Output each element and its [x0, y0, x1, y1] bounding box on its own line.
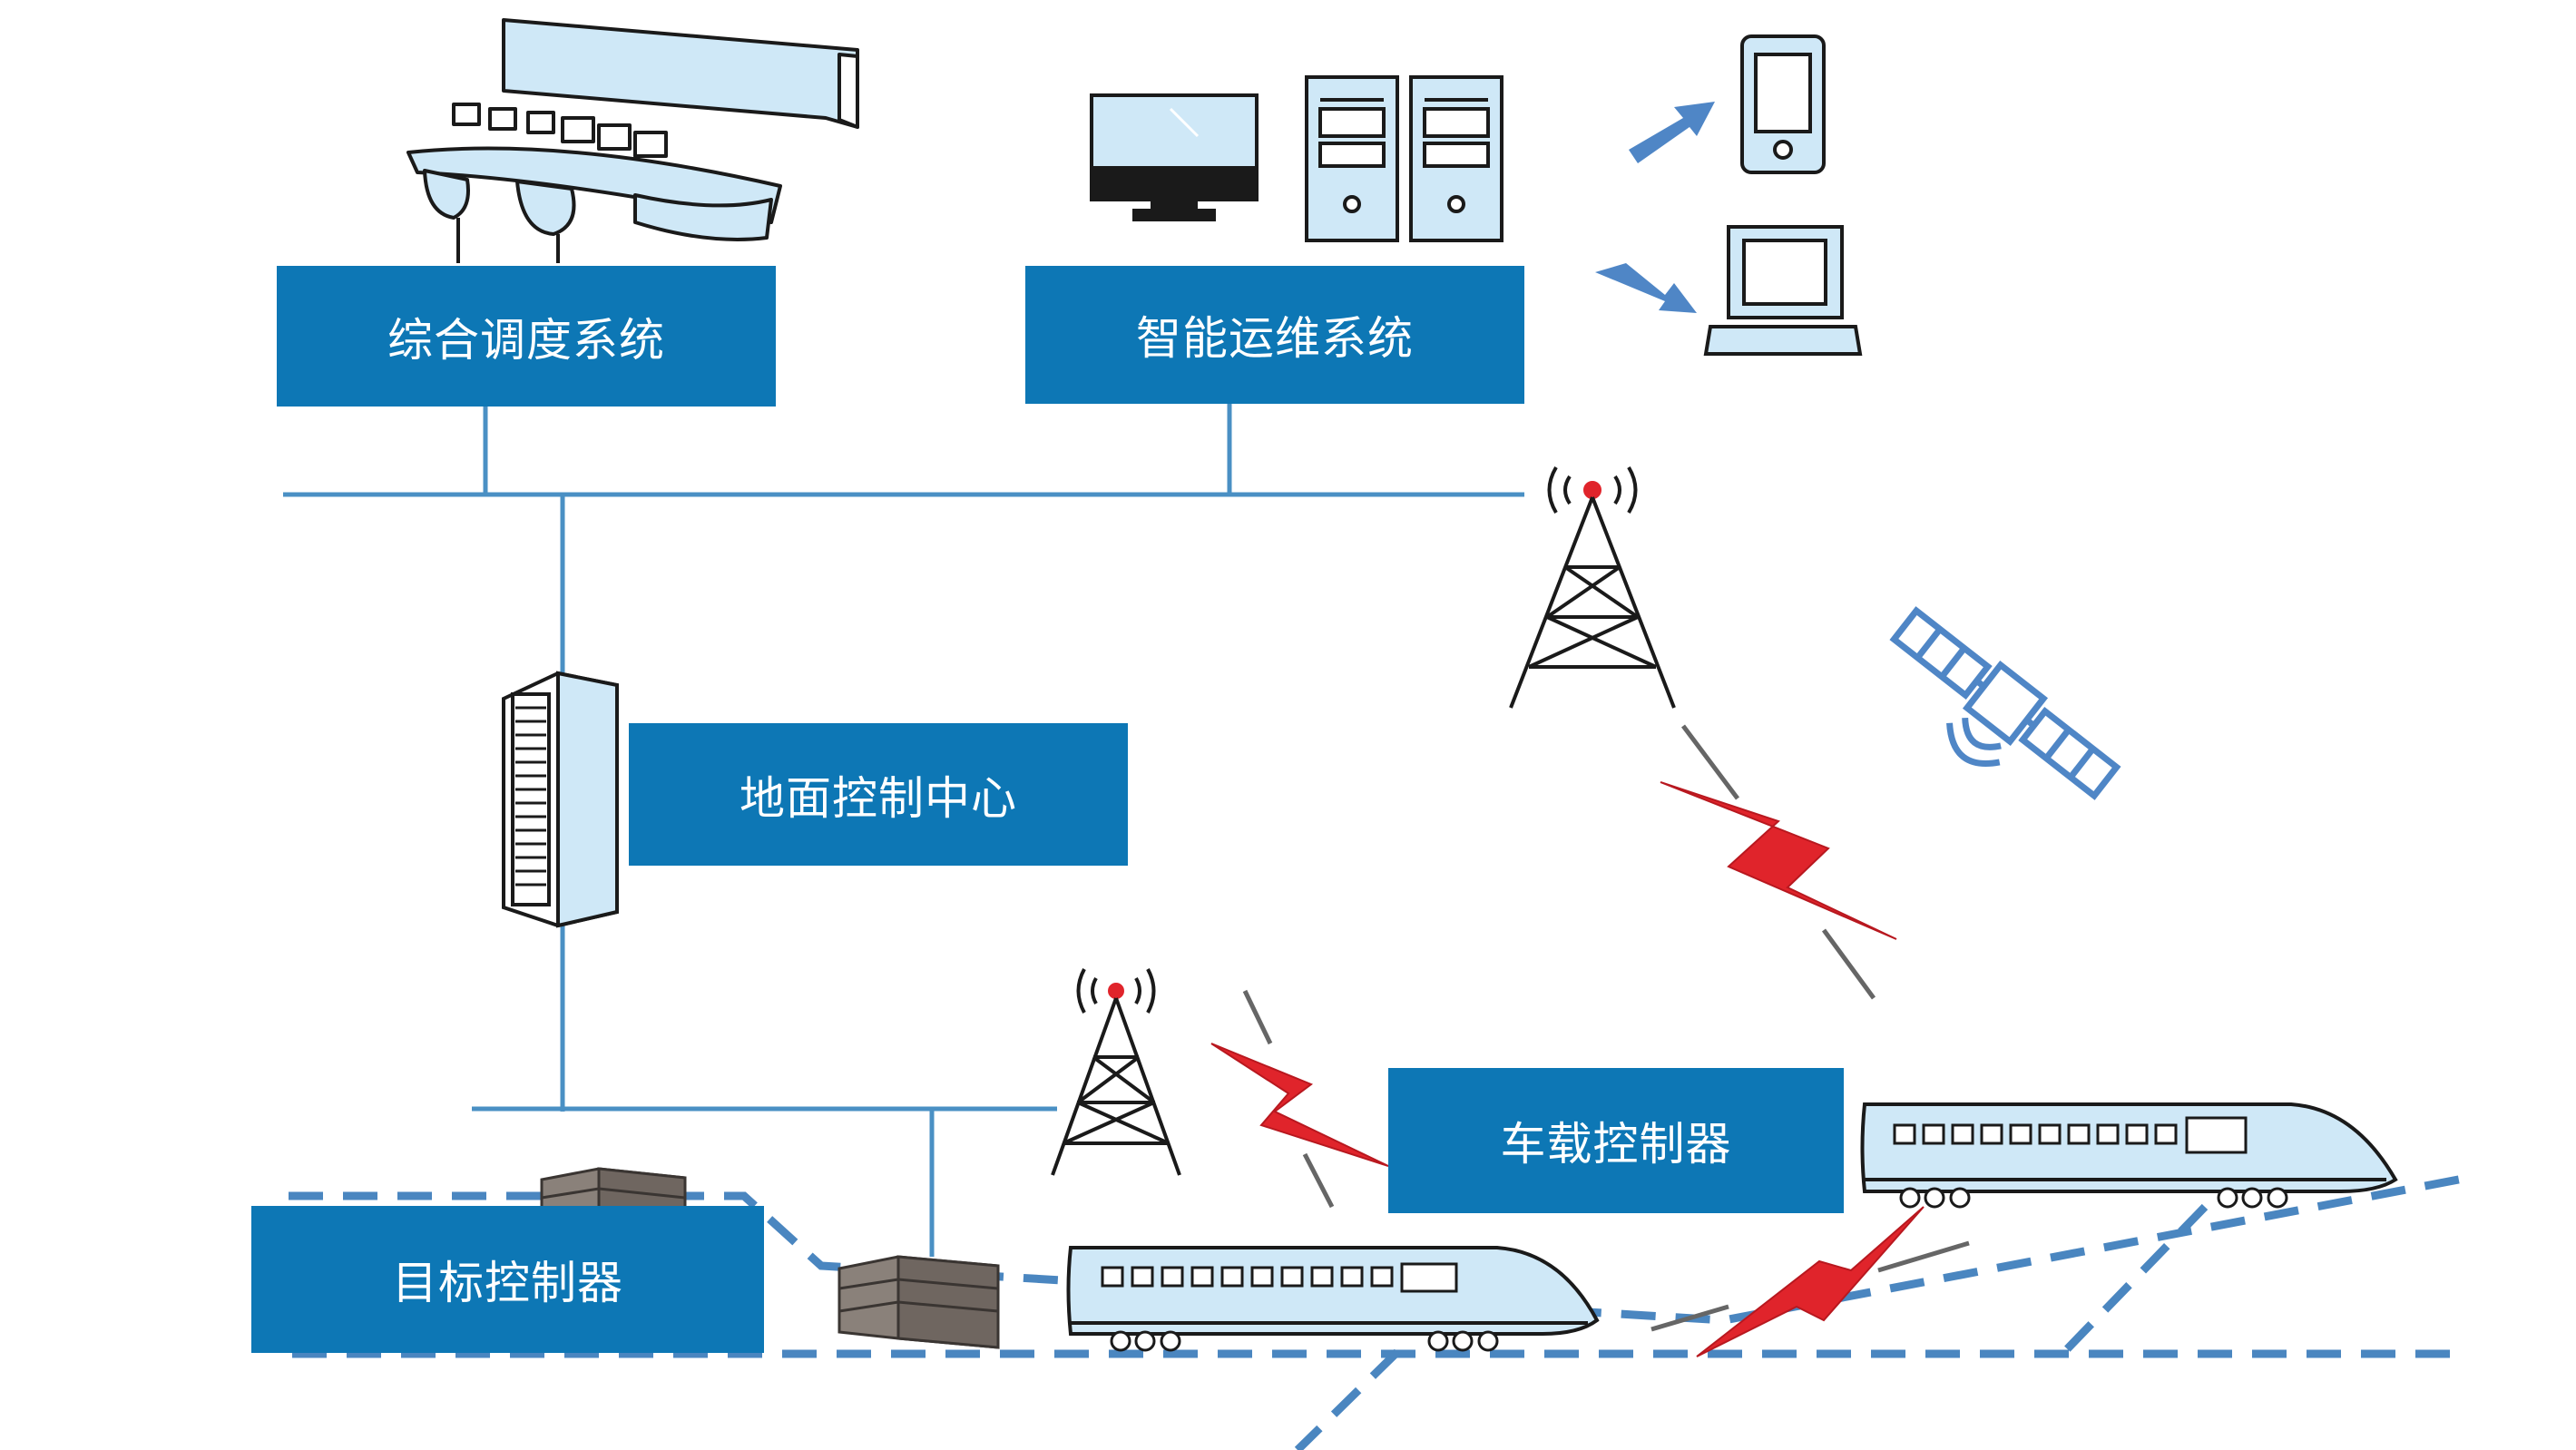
- train-icon: [1066, 1246, 1600, 1352]
- bus-lines: [283, 404, 1524, 1257]
- server-tower-icon: [1409, 75, 1503, 242]
- arrow-icon: [1629, 102, 1715, 163]
- smartphone-icon: [1740, 34, 1826, 174]
- target-controller-box: 目标控制器: [251, 1206, 764, 1353]
- lightning-icon: [1210, 1043, 1389, 1167]
- laptop-icon: [1703, 225, 1863, 356]
- target-controller-label: 目标控制器: [392, 1257, 623, 1309]
- ground-control-box: 地面控制中心: [629, 723, 1128, 866]
- dispatch-console-icon: [406, 18, 859, 263]
- trackside-object-icon: [837, 1255, 1000, 1349]
- radio-tower-icon: [1051, 968, 1181, 1176]
- dispatch-system-box: 综合调度系统: [277, 266, 776, 407]
- radio-tower-icon: [1509, 465, 1676, 709]
- track-branch-right: [2061, 1203, 2209, 1356]
- lightning-icon: [1660, 781, 1897, 940]
- arrow-icon: [1595, 263, 1697, 313]
- ops-system-label: 智能运维系统: [1136, 312, 1414, 365]
- onboard-controller-label: 车载控制器: [1500, 1118, 1732, 1171]
- server-tower-icon: [1305, 75, 1399, 242]
- ground-control-label: 地面控制中心: [739, 771, 1017, 825]
- monitor-icon: [1090, 93, 1259, 221]
- train-icon: [1860, 1102, 2398, 1209]
- lightning-icon: [1696, 1206, 1925, 1357]
- server-rack-icon: [502, 671, 619, 928]
- dispatch-system-label: 综合调度系统: [387, 313, 665, 367]
- track-branch-left: [1294, 1348, 1401, 1450]
- onboard-controller-box: 车载控制器: [1388, 1068, 1844, 1213]
- satellite-icon: [1889, 606, 2121, 800]
- ops-system-box: 智能运维系统: [1025, 266, 1524, 404]
- signal-lines: [1242, 724, 1970, 1332]
